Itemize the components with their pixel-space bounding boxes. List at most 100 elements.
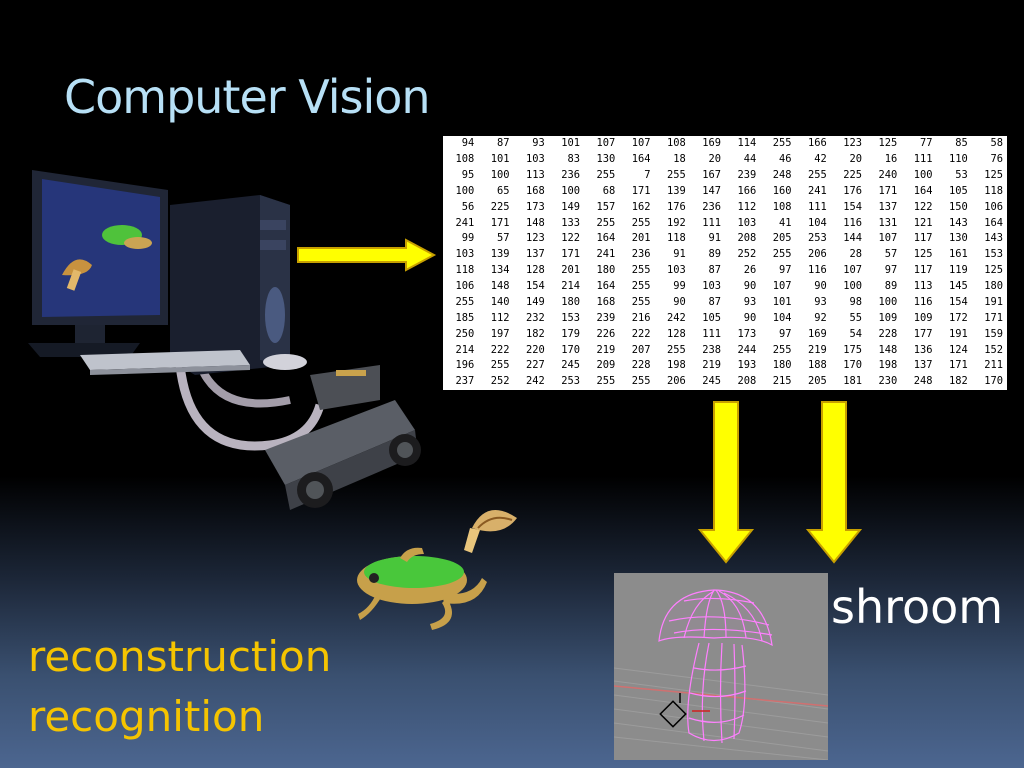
matrix-cell: 169 [702, 137, 721, 150]
matrix-cell: 164 [984, 216, 1003, 229]
matrix-cell: 42 [814, 153, 827, 166]
matrix-cell: 105 [948, 184, 968, 197]
matrix-cell: 177 [913, 327, 933, 340]
matrix-cell: 140 [490, 295, 510, 308]
matrix-cell: 160 [772, 184, 792, 197]
matrix-cell: 228 [878, 327, 898, 340]
matrix-cell: 180 [561, 295, 580, 308]
matrix-cell: 91 [708, 232, 721, 245]
matrix-cell: 205 [772, 232, 792, 245]
matrix-cell: 193 [737, 359, 757, 372]
matrix-cell: 83 [567, 153, 580, 166]
matrix-cell: 255 [666, 343, 686, 356]
matrix-cell: 166 [737, 184, 757, 197]
matrix-cell: 171 [561, 248, 580, 261]
matrix-cell: 109 [878, 311, 898, 324]
matrix-cell: 107 [772, 280, 792, 293]
matrix-cell: 87 [708, 264, 721, 277]
matrix-cell: 149 [525, 295, 545, 308]
matrix-cell: 182 [525, 327, 545, 340]
matrix-cell: 201 [631, 232, 651, 245]
matrix-cell: 226 [596, 327, 616, 340]
matrix-cell: 255 [596, 375, 616, 388]
matrix-cell: 100 [561, 184, 580, 197]
matrix-cell: 214 [561, 280, 580, 293]
matrix-cell: 143 [948, 216, 968, 229]
matrix-cell: 241 [807, 184, 827, 197]
matrix-cell: 152 [984, 343, 1003, 356]
matrix-cell: 100 [913, 168, 933, 181]
matrix-cell: 219 [807, 343, 827, 356]
matrix-cell: 100 [455, 184, 475, 197]
wireframe-mushroom-render [613, 573, 829, 761]
matrix-cell: 173 [737, 327, 757, 340]
matrix-cell: 101 [561, 137, 580, 150]
matrix-cell: 139 [490, 248, 510, 261]
matrix-cell: 168 [525, 184, 545, 197]
matrix-cell: 180 [984, 280, 1003, 293]
matrix-cell: 147 [702, 184, 721, 197]
matrix-cell: 236 [631, 248, 651, 261]
matrix-cell: 239 [596, 311, 616, 324]
matrix-cell: 166 [807, 137, 827, 150]
matrix-cell: 20 [708, 153, 721, 166]
matrix-cell: 76 [990, 153, 1003, 166]
matrix-cell: 154 [948, 295, 968, 308]
matrix-cell: 53 [955, 168, 968, 181]
matrix-cell: 206 [666, 375, 686, 388]
matrix-cell: 207 [631, 343, 651, 356]
matrix-cell: 171 [878, 184, 898, 197]
matrix-cell: 125 [984, 264, 1003, 277]
matrix-cell: 172 [948, 311, 968, 324]
matrix-cell: 252 [490, 375, 510, 388]
matrix-cell: 255 [596, 168, 616, 181]
matrix-cell: 171 [984, 311, 1003, 324]
matrix-cell: 181 [843, 375, 862, 388]
matrix-cell: 97 [884, 264, 898, 277]
matrix-cell: 118 [455, 264, 475, 277]
matrix-cell: 28 [849, 248, 862, 261]
matrix-cell: 107 [631, 137, 651, 150]
matrix-cell: 112 [737, 200, 757, 213]
matrix-cell: 250 [455, 327, 475, 340]
matrix-cell: 154 [843, 200, 862, 213]
matrix-cell: 68 [602, 184, 616, 197]
matrix-cell: 89 [708, 248, 721, 261]
matrix-cell: 130 [596, 153, 616, 166]
matrix-cell: 100 [490, 168, 510, 181]
matrix-cell: 255 [631, 375, 651, 388]
matrix-cell: 122 [913, 200, 933, 213]
matrix-cell: 103 [737, 216, 757, 229]
matrix-cell: 113 [913, 280, 933, 293]
matrix-cell: 104 [807, 216, 827, 229]
matrix-cell: 237 [455, 375, 475, 388]
matrix-cell: 136 [913, 343, 933, 356]
matrix-cell: 90 [743, 311, 757, 324]
matrix-cell: 255 [631, 264, 651, 277]
matrix-cell: 106 [984, 200, 1003, 213]
matrix-cell: 161 [948, 248, 968, 261]
matrix-cell: 216 [631, 311, 651, 324]
matrix-cell: 109 [913, 311, 933, 324]
matrix-cell: 124 [948, 343, 968, 356]
matrix-cell: 255 [455, 295, 475, 308]
matrix-cell: 118 [666, 232, 686, 245]
matrix-cell: 93 [814, 295, 827, 308]
matrix-cell: 192 [666, 216, 686, 229]
matrix-cell: 137 [878, 200, 898, 213]
matrix-cell: 248 [913, 375, 933, 388]
matrix-cell: 255 [666, 168, 686, 181]
matrix-cell: 65 [496, 184, 510, 197]
matrix-cell: 162 [631, 200, 651, 213]
matrix-cell: 26 [743, 264, 757, 277]
matrix-cell: 206 [807, 248, 827, 261]
matrix-cell: 137 [525, 248, 545, 261]
